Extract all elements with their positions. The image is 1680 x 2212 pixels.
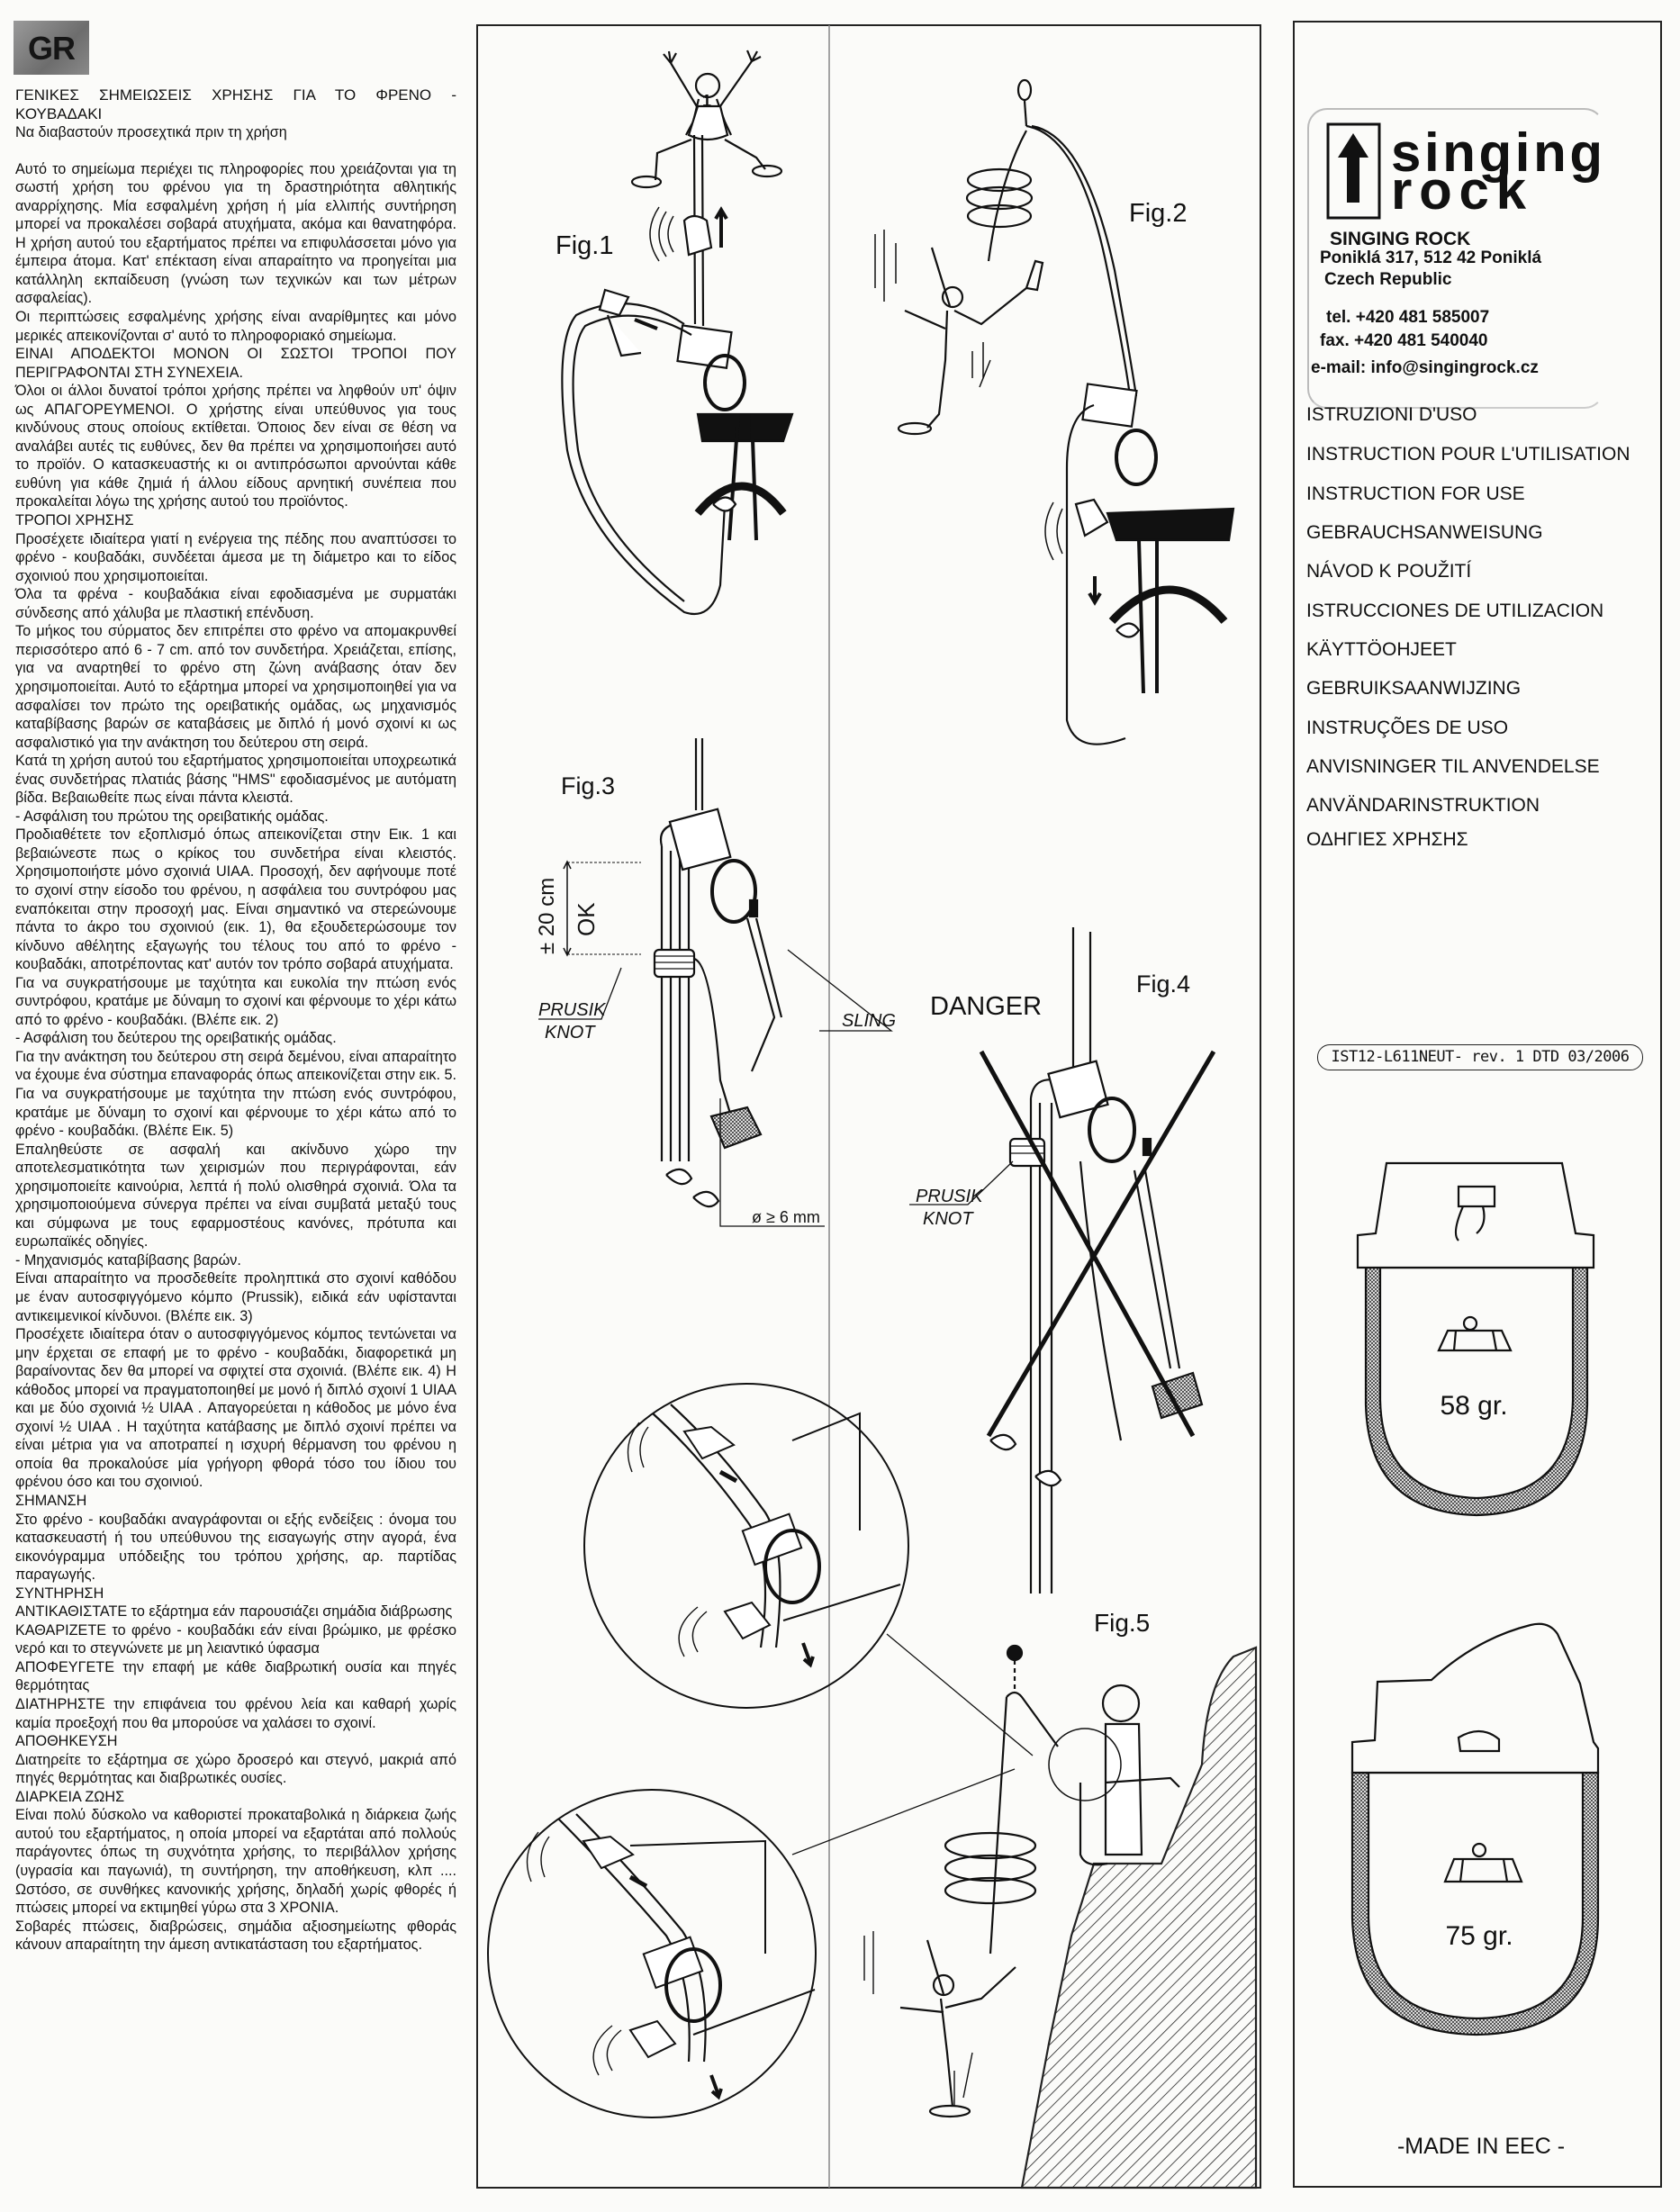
language-title: INSTRUCTION FOR USE bbox=[1306, 483, 1525, 504]
language-title: GEBRUIKSAANWIJZING bbox=[1306, 678, 1522, 699]
company-address-line2: Czech Republic bbox=[1324, 270, 1452, 289]
text-paragraph: Επαληθεύστε σε ασφαλή και ακίνδυνο χώρο … bbox=[15, 1141, 456, 1250]
text-paragraph: ΔΙΑΤΗΡΗΣΤΕ την επιφάνεια του φρένου λεία… bbox=[15, 1696, 456, 1731]
section-heading: Να διαβαστούν προσεχτικά πριν τη χρήση bbox=[15, 124, 287, 141]
up-arrow-icon bbox=[1338, 133, 1368, 203]
fig1-label: Fig.1 bbox=[555, 231, 613, 260]
language-title: KÄYTTÖOHJEET bbox=[1306, 639, 1457, 660]
fig5-second-belay-illustration bbox=[863, 1644, 1258, 2189]
language-title: NÁVOD K POUŽITÍ bbox=[1306, 561, 1472, 582]
greek-instructions-column: ΓΕΝΙΚΕΣ ΣΗΜΕΙΩΣΕΙΣ ΧΡΗΣΗΣ ΓΙΑ ΤΟ ΦΡΕΝΟ -… bbox=[15, 86, 456, 1955]
language-title: ΟΔΗΓΙΕΣ ΧΡΗΣΗΣ bbox=[1306, 829, 1468, 850]
language-title: ANVÄNDARINSTRUKTION bbox=[1306, 795, 1540, 816]
text-paragraph: ΣΥΝΤΗΡΗΣΗ bbox=[15, 1585, 104, 1602]
document-version-label: IST12-L611NEUT- rev. 1 DTD 03/2006 bbox=[1317, 1044, 1643, 1070]
company-address-line1: Poniklá 317, 512 42 Poniklá bbox=[1320, 248, 1542, 267]
text-paragraph: Το μήκος του σύρματος δεν επιτρέπει στο … bbox=[15, 623, 456, 751]
text-paragraph: ΣΗΜΑΝΣΗ bbox=[15, 1493, 87, 1510]
text-paragraph: Οι περιπτώσεις εσφαλμένης χρήσης είναι α… bbox=[15, 309, 456, 344]
text-paragraph: - Ασφάλιση του πρώτου της ορειβατικής ομ… bbox=[15, 808, 329, 825]
text-paragraph: Αυτό το σημείωμα περιέχει τις πληροφορίε… bbox=[15, 160, 456, 307]
fig2-catching-fall-illustration bbox=[874, 78, 1235, 745]
fig3-abseil-prusik-illustration bbox=[538, 738, 893, 1227]
fig4-label: Fig.4 bbox=[1136, 971, 1190, 998]
belay-device-large-illustration bbox=[1350, 1622, 1600, 2036]
text-paragraph: Διατηρείτε το εξάρτημα σε χώρο δροσερό κ… bbox=[15, 1751, 456, 1787]
language-title: ANVISNINGER TIL ANVENDELSE bbox=[1306, 756, 1600, 777]
figure-panel-frame bbox=[476, 24, 1261, 2189]
text-paragraph: Στο φρένο - κουβαδάκι αναγράφονται οι εξ… bbox=[15, 1511, 456, 1584]
language-title: INSTRUÇÕES DE USO bbox=[1306, 718, 1509, 738]
text-paragraph: - Ασφάλιση του δεύτερου της ορειβατικής … bbox=[15, 1030, 337, 1047]
text-paragraph: ΔΙΑΡΚΕΙΑ ΖΩΗΣ bbox=[15, 1788, 125, 1805]
language-badge: GR bbox=[14, 21, 89, 75]
language-badge-label: GR bbox=[28, 30, 76, 67]
text-paragraph: ΑΠΟΘΗΚΕΥΣΗ bbox=[15, 1733, 118, 1750]
text-paragraph: ΑΠΟΦΕΥΓΕΤΕ την επαφή με κάθε διαβρωτική … bbox=[15, 1658, 456, 1694]
fig1-belaying-leader-illustration bbox=[561, 50, 794, 616]
text-paragraph: Για να συγκρατήσουμε με ταχύτητα και ευκ… bbox=[15, 974, 456, 1028]
text-paragraph: ΚΑΘΑΡΙΖΕΤΕ το φρένο - κουβαδάκι εάν είνα… bbox=[15, 1621, 456, 1657]
fig3-label: Fig.3 bbox=[561, 772, 615, 799]
text-paragraph: Προδιαθέτετε τον εξοπλισμό όπως απεικονί… bbox=[15, 826, 456, 973]
language-title: ISTRUZIONI D'USO bbox=[1306, 404, 1477, 425]
weight-large-label: 75 gr. bbox=[1445, 1921, 1513, 1951]
company-name: SINGING ROCK bbox=[1330, 229, 1471, 249]
weight-small-label: 58 gr. bbox=[1440, 1391, 1508, 1421]
language-title: ISTRUCCIONES DE UTILIZACION bbox=[1306, 600, 1604, 621]
company-telephone: tel. +420 481 585007 bbox=[1326, 308, 1490, 327]
section-heading: ΓΕΝΙΚΕΣ ΣΗΜΕΙΩΣΕΙΣ ΧΡΗΣΗΣ ΓΙΑ ΤΟ ΦΡΕΝΟ -… bbox=[15, 86, 456, 122]
company-fax: fax. +420 481 540040 bbox=[1320, 331, 1488, 350]
text-paragraph: Κατά τη χρήση αυτού του εξαρτήματος χρησ… bbox=[15, 753, 456, 807]
climber-number: 1 bbox=[702, 92, 711, 110]
belay-device-small-illustration bbox=[1356, 1161, 1595, 1517]
made-in-label: -MADE IN EEC - bbox=[1396, 2134, 1566, 2159]
company-email: e-mail: info@singingrock.cz bbox=[1311, 358, 1539, 377]
inset-circle-bottom bbox=[487, 1768, 1016, 2118]
text-paragraph: ΕΙΝΑΙ ΑΠΟΔΕΚΤΟΙ ΜΟΝΟΝ ΟΙ ΣΩΣΤΟΙ ΤΡΟΠΟΙ Π… bbox=[15, 346, 456, 381]
prusik-knot-label-fig3-line1: PRUSIK bbox=[538, 1000, 607, 1020]
text-paragraph: Προσέχετε ιδιαίτερα όταν ο αυτοσφιγγόμεν… bbox=[15, 1326, 456, 1491]
rope-diameter-label: ø ≥ 6 mm bbox=[752, 1208, 820, 1226]
sling-label: SLING bbox=[842, 1011, 896, 1031]
language-title: INSTRUCTION POUR L'UTILISATION bbox=[1306, 444, 1630, 465]
fig2-label: Fig.2 bbox=[1129, 199, 1187, 228]
language-title: GEBRAUCHSANWEISUNG bbox=[1306, 522, 1543, 543]
text-paragraph: ΤΡΟΠΟΙ ΧΡΗΣΗΣ bbox=[15, 512, 134, 529]
prusik-knot-label-fig4-line1: PRUSIK bbox=[916, 1187, 984, 1206]
prusik-knot-label-fig4-line2: KNOT bbox=[923, 1209, 974, 1229]
ok-label: OK bbox=[573, 902, 600, 936]
measurement-label: ± 20 cm bbox=[535, 878, 559, 954]
text-paragraph: Προσέχετε ιδιαίτερα γιατί η ενέργεια της… bbox=[15, 530, 456, 584]
prusik-knot-label-fig3-line2: KNOT bbox=[545, 1023, 596, 1043]
text-paragraph: Είναι απαραίτητο να προσδεθείτε προληπτι… bbox=[15, 1270, 456, 1324]
text-paragraph: Σοβαρές πτώσεις, διαβρώσεις, σημάδια αξι… bbox=[15, 1918, 456, 1954]
fig4-danger-illustration bbox=[909, 927, 1216, 1594]
text-paragraph: Όλοι οι άλλοι δυνατοί τρόποι χρήσης πρέπ… bbox=[15, 383, 456, 510]
contact-info-box bbox=[1307, 108, 1604, 409]
text-paragraph: ΑΝΤΙΚΑΘΙΣΤΑΤΕ το εξάρτημα εάν παρουσιάζε… bbox=[15, 1603, 453, 1621]
text-paragraph: Για την ανάκτηση του δεύτερου στη σειρά … bbox=[15, 1048, 456, 1140]
text-paragraph: - Μηχανισμός καταβίβασης βαρών. bbox=[15, 1251, 241, 1269]
fig5-label: Fig.5 bbox=[1094, 1609, 1150, 1637]
right-panel-frame bbox=[1293, 21, 1662, 2188]
danger-label: DANGER bbox=[930, 992, 1042, 1021]
text-paragraph: Είναι πολύ δύσκολο να καθοριστεί προκατα… bbox=[15, 1807, 456, 1917]
inset-circle-top bbox=[583, 1383, 1034, 1756]
text-paragraph: Όλα τα φρένα - κουβαδάκια είναι εφοδιασμ… bbox=[15, 586, 456, 621]
